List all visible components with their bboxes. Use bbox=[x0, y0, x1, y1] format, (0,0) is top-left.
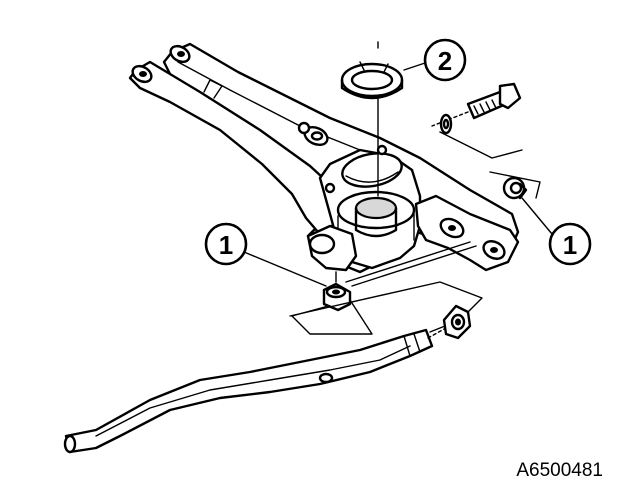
control-arm bbox=[128, 42, 520, 274]
bolt bbox=[431, 82, 523, 159]
tension-rod bbox=[63, 281, 483, 454]
callout-number: 2 bbox=[438, 46, 452, 76]
right-bushing-nut bbox=[489, 171, 541, 200]
callout-number: 1 bbox=[563, 230, 577, 260]
callout-2: 2 bbox=[403, 38, 467, 82]
callout-1-right: 1 bbox=[521, 197, 592, 266]
callout-number: 1 bbox=[219, 230, 233, 260]
figure-id: A6500481 bbox=[516, 460, 603, 481]
callout-1-left: 1 bbox=[204, 222, 327, 287]
spring-pad-ring bbox=[340, 41, 404, 197]
